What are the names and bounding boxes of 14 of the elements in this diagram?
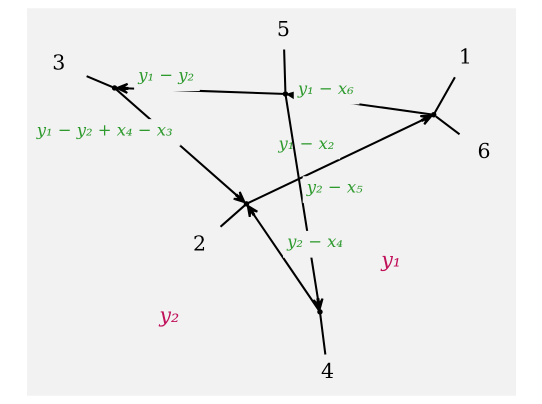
label: y₁ [380,247,401,272]
node-text: 6 [477,139,490,164]
edge-label: y₂ − x₅ [306,177,362,196]
edge-label: y₁ − x₆ [297,78,354,98]
node-text: 2 [192,231,206,256]
label: y₂ [158,302,179,327]
node-text: 5 [276,17,290,42]
edge-label: y₁ − y₂ [138,65,194,84]
edge-label: y₁ − x₂ [278,134,334,153]
node-text: 3 [52,50,65,75]
node-text: 4 [320,359,334,384]
edge-label: y₁ − y₂ + x₄ − x₃ [36,120,172,140]
edge-label: y₂ − x₄ [286,232,343,252]
node-text: 1 [458,44,472,69]
